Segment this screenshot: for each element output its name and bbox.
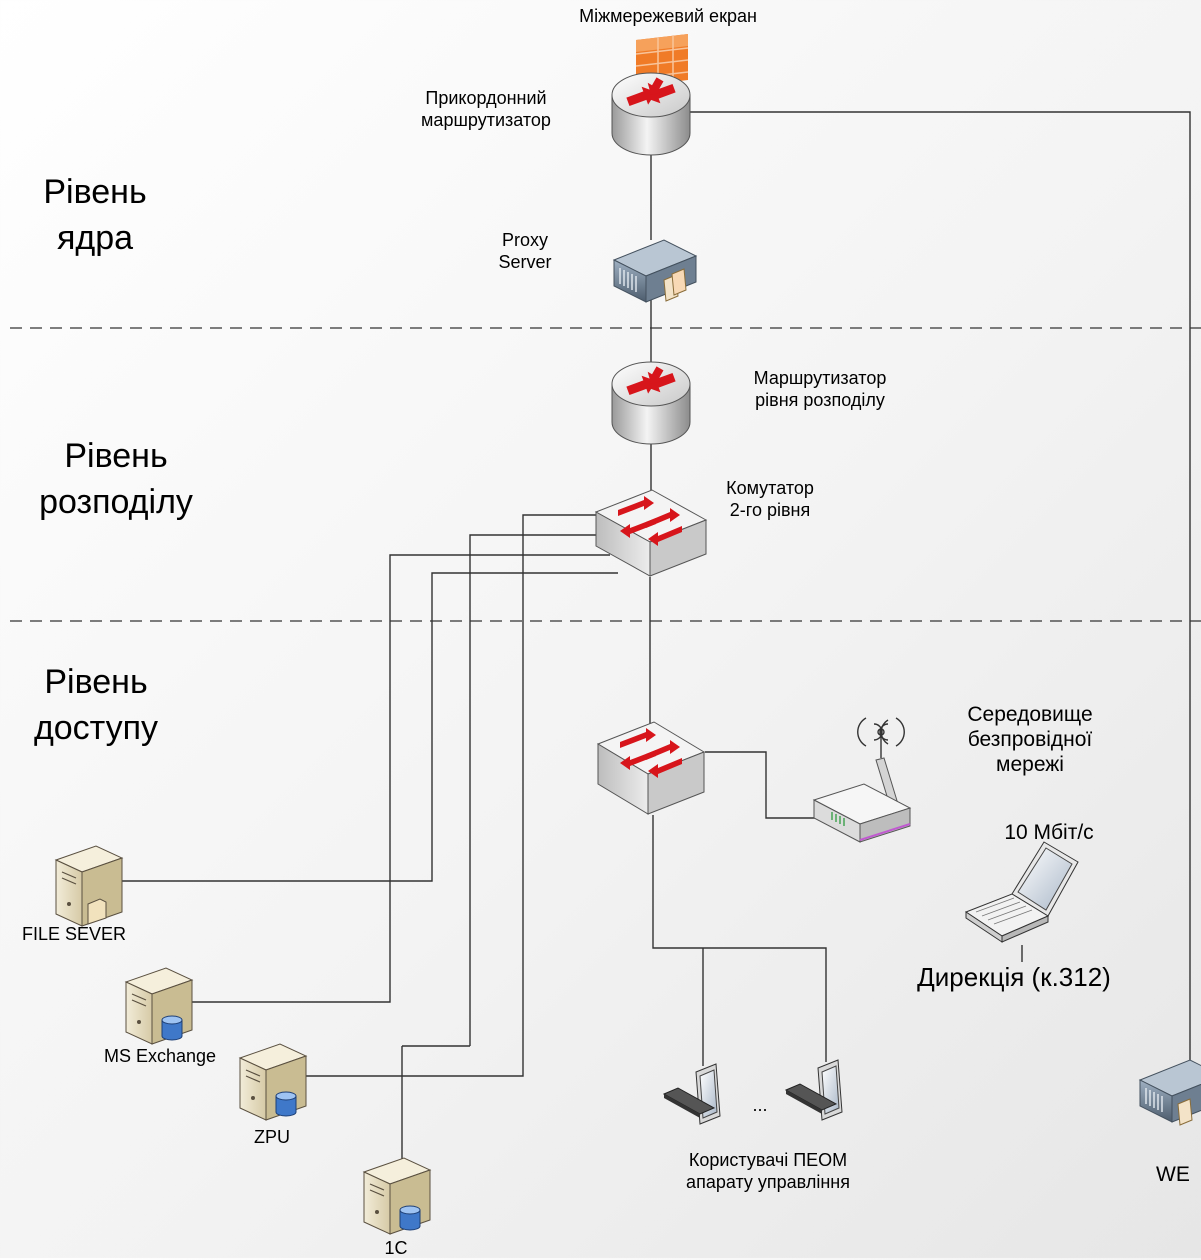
wireless-access-point-icon[interactable]: [812, 717, 912, 843]
pcs-ellipsis: ...: [752, 1095, 768, 1115]
proxy-label: Proxy Server: [498, 230, 551, 273]
wireless-label: Середовище безпровідної мережі: [967, 702, 1092, 778]
distribution-router-icon[interactable]: [611, 361, 691, 445]
core-level-line1: Рівень: [43, 173, 147, 211]
l2-switch-line1: Комутатор: [726, 478, 814, 498]
laptop-speed-label: 10 Мбіт/с: [1004, 821, 1094, 844]
proxy-line2: Server: [498, 251, 552, 272]
web-server-label: WE: [1156, 1163, 1190, 1186]
l2-switch-label: Комутатор 2-го рівня: [726, 478, 814, 521]
one-c-label: 1С: [384, 1238, 408, 1258]
distribution-router-label: Маршрутизатор рівня розподілу: [754, 368, 887, 411]
access-level-line1: Рівень: [44, 663, 148, 701]
distribution-router-line1: Маршрутизатор: [753, 368, 887, 388]
wireless-line2: безпровідної: [967, 728, 1093, 752]
exchange-label: MS Exchange: [103, 1046, 217, 1066]
l2-switch-icon[interactable]: [594, 489, 708, 577]
pcs-label: Користувачі ПЕОМ апарату управління: [686, 1150, 850, 1193]
core-level-label: Рівень ядра: [43, 170, 146, 262]
access-level-line2: доступу: [33, 708, 159, 747]
zpu-server-icon[interactable]: [238, 1043, 308, 1121]
access-level-label: Рівень доступу: [34, 660, 158, 752]
pcs-line1: Користувачі ПЕОМ: [688, 1150, 848, 1170]
distribution-level-line2: розподілу: [39, 482, 193, 521]
pc-icon[interactable]: [662, 1063, 721, 1125]
distribution-level-label: Рівень розподілу: [39, 434, 193, 526]
proxy-line1: Proxy: [501, 230, 549, 250]
file-server-icon[interactable]: [54, 845, 124, 927]
file-server-label: FILE SEVER: [21, 924, 127, 944]
access-switch-icon[interactable]: [596, 721, 706, 815]
pc-icon[interactable]: [784, 1059, 843, 1121]
one-c-server-icon[interactable]: [362, 1157, 432, 1235]
distribution-router-line2: рівня розподілу: [755, 389, 885, 410]
l2-switch-line2: 2-го рівня: [729, 499, 811, 520]
border-router-line1: Прикордонний: [425, 88, 547, 108]
wireless-line1: Середовище: [967, 703, 1093, 726]
border-router-icon[interactable]: [611, 72, 691, 156]
connection-lines: [120, 111, 1191, 1182]
core-level-line2: ядра: [56, 218, 134, 257]
wireless-line3: мережі: [996, 753, 1064, 777]
firewall-label: Міжмережевий екран: [579, 6, 757, 26]
laptop-icon[interactable]: [964, 841, 1079, 943]
proxy-rack-server-icon[interactable]: [612, 239, 698, 303]
pcs-line2: апарату управління: [686, 1171, 850, 1192]
distribution-level-line1: Рівень: [64, 437, 168, 475]
zpu-label: ZPU: [254, 1127, 290, 1147]
exchange-server-icon[interactable]: [124, 967, 194, 1045]
border-router-label: Прикордонний маршрутизатор: [421, 88, 551, 131]
web-rack-server-icon[interactable]: [1138, 1059, 1201, 1126]
border-router-line2: маршрутизатор: [421, 109, 551, 130]
laptop-label: Дирекція (к.312): [917, 962, 1111, 992]
